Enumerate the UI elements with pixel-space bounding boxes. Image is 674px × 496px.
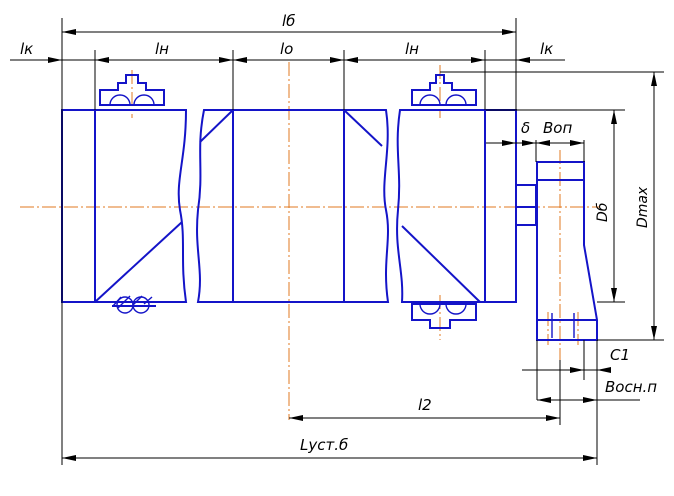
drum-body	[61, 109, 537, 303]
label-l2: l2	[418, 396, 432, 414]
label-b-op: Bоп	[543, 119, 572, 137]
label-l-n-right: lн	[405, 40, 419, 58]
label-d-max: Dmax	[635, 186, 651, 228]
center-lines	[20, 62, 600, 420]
label-l-ust-b: Lуст.б	[300, 436, 348, 454]
label-l-b: lб	[282, 12, 295, 30]
label-l-k-left: lк	[20, 40, 33, 58]
dimension-labels: lб lк lн lо lн lк δ Bоп Dб Dmax C1 Bосн.…	[20, 12, 657, 454]
label-b-osn-p: Bосн.п	[605, 378, 657, 396]
label-d-b: Dб	[595, 202, 611, 222]
label-l-n-left: lн	[155, 40, 169, 58]
label-delta: δ	[521, 119, 530, 137]
label-l-o: lо	[280, 40, 293, 58]
dimension-lines	[10, 29, 657, 461]
top-left-clamp	[99, 74, 165, 106]
label-c1: C1	[610, 346, 630, 364]
extension-lines	[61, 18, 664, 465]
bottom-right-clamp	[411, 303, 477, 329]
support-bearing	[536, 161, 598, 341]
label-l-k-right: lк	[540, 40, 553, 58]
top-right-clamp	[411, 74, 477, 106]
bottom-left-rope-section	[112, 295, 156, 314]
